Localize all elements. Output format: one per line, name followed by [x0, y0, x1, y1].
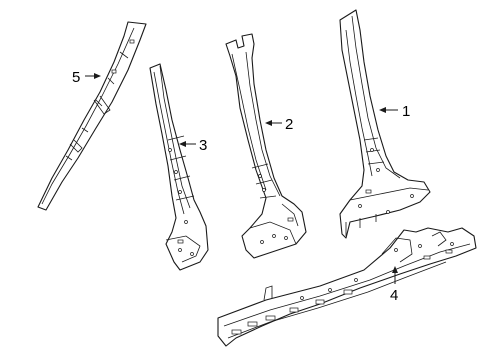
callout-label-4: 4 — [390, 287, 398, 304]
callout-part-5: 5 — [72, 69, 101, 86]
part-1-body-side-outer-pillar — [339, 9, 431, 239]
callout-label-1: 1 — [402, 103, 410, 120]
callout-label-2: 2 — [285, 116, 293, 133]
callout-label-5: 5 — [72, 69, 80, 86]
arrowhead-1 — [379, 107, 386, 113]
callout-part-1: 1 — [379, 103, 410, 120]
arrowhead-5 — [94, 73, 101, 79]
part-5-roof-rail-reinforcement — [37, 21, 147, 211]
part-3-pillar-reinforcement — [149, 63, 209, 271]
callout-label-3: 3 — [199, 137, 207, 154]
part-4-rocker-sill-panel — [217, 227, 477, 347]
callout-part-3: 3 — [179, 137, 207, 154]
arrowhead-3 — [179, 141, 186, 147]
arrowhead-4 — [392, 266, 398, 273]
arrowhead-2 — [265, 120, 272, 126]
part-2-pillar-inner-panel — [225, 33, 307, 259]
callout-part-4: 4 — [390, 266, 398, 304]
callout-part-2: 2 — [265, 116, 293, 133]
